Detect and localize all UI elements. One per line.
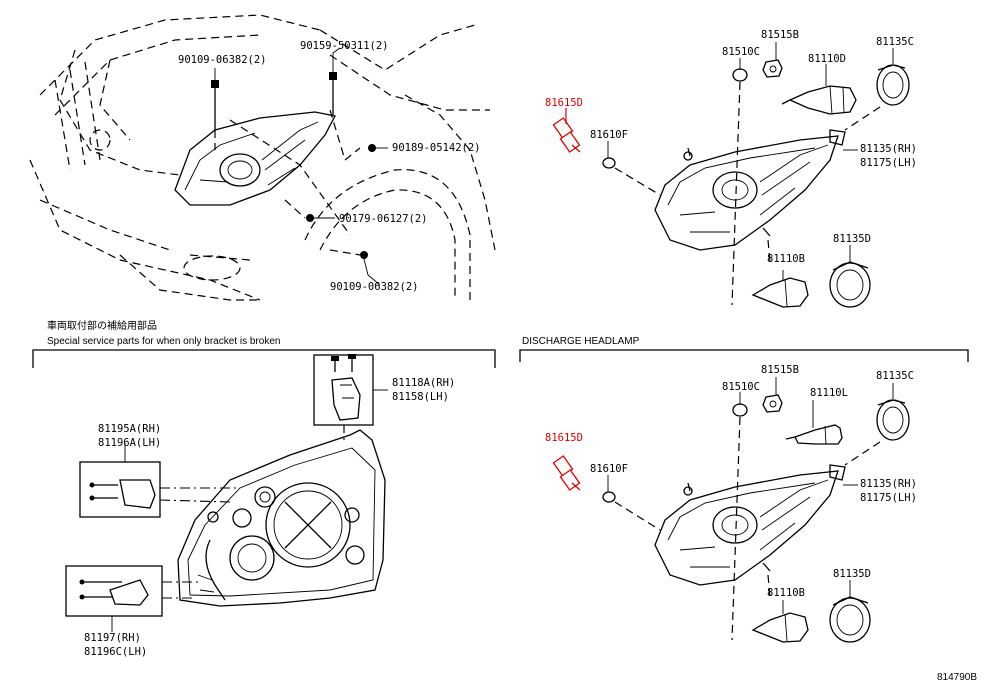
- bracket-left-rh-label: 81195A(RH): [98, 423, 161, 435]
- discharge-headlamp-heading: DISCHARGE HEADLAMP: [522, 336, 640, 347]
- special-parts-heading-jp: 車両取付部の補給用部品: [47, 319, 157, 332]
- bracket-left-lh-label: 81196A(LH): [98, 437, 161, 449]
- socket-81615d-bottom: [552, 455, 581, 491]
- top-right-small-parts: [552, 42, 910, 308]
- bulb-low-label-bottom: 81110B: [767, 587, 805, 599]
- upper-bracket-group: [313, 354, 388, 440]
- cap-small-label-bottom: 81510C: [722, 381, 760, 393]
- cover-d-label-bottom: 81135D: [833, 568, 871, 580]
- special-parts-heading-en: Special service parts for when only brac…: [47, 336, 280, 347]
- bolt-d-label: 90179-06127(2): [339, 213, 428, 225]
- assy-lh-label-top: 81175(LH): [860, 157, 917, 169]
- bolt-b-label: 90159-50311(2): [300, 40, 389, 52]
- socket-81615d-top: [552, 108, 581, 153]
- bolt-e-label: 90109-06382(2): [330, 281, 419, 293]
- bracket-upper-rh-label: 81118A(RH): [392, 377, 455, 389]
- bulb-low-label-top: 81110B: [767, 253, 805, 265]
- assy-rh-label-bottom: 81135(RH): [860, 478, 917, 490]
- bulb-main-label-bottom: 81110L: [810, 387, 848, 399]
- section-bracket-right: [519, 349, 969, 362]
- bracket-bottom-rh-label: 81197(RH): [84, 632, 141, 644]
- vehicle-front-illustration: [29, 14, 496, 301]
- assy-rh-label-top: 81135(RH): [860, 143, 917, 155]
- assy-lh-label-bottom: 81175(LH): [860, 492, 917, 504]
- bulb-main-label-top: 81110D: [808, 53, 846, 65]
- holder-label-top: 81515B: [761, 29, 799, 41]
- lens-plug-label-bottom: 81610F: [590, 463, 628, 475]
- headlamp-housing-rear-view: [177, 429, 386, 607]
- socket-label-top: 81615D: [545, 97, 583, 109]
- top-right-headlamp-assy: [654, 129, 846, 251]
- bracket-upper-lh-label: 81158(LH): [392, 391, 449, 403]
- cover-d-label-top: 81135D: [833, 233, 871, 245]
- cap-small-label-top: 81510C: [722, 46, 760, 58]
- bottom-bracket-group: [65, 565, 200, 632]
- bottom-right-small-parts: [552, 377, 910, 643]
- cover-c-label-bottom: 81135C: [876, 370, 914, 382]
- holder-label-bottom: 81515B: [761, 364, 799, 376]
- socket-label-bottom: 81615D: [545, 432, 583, 444]
- lens-plug-label-top: 81610F: [590, 129, 628, 141]
- bolt-a-label: 90109-06382(2): [178, 54, 267, 66]
- bolt-c-label: 90189-05142(2): [392, 142, 481, 154]
- bracket-bottom-lh-label: 81196C(LH): [84, 646, 147, 658]
- bottom-right-headlamp-assy: [654, 464, 846, 586]
- section-bracket-left: [32, 349, 496, 368]
- cover-c-label-top: 81135C: [876, 36, 914, 48]
- left-bracket-group: [79, 443, 238, 518]
- figure-id: 814790B: [937, 672, 977, 683]
